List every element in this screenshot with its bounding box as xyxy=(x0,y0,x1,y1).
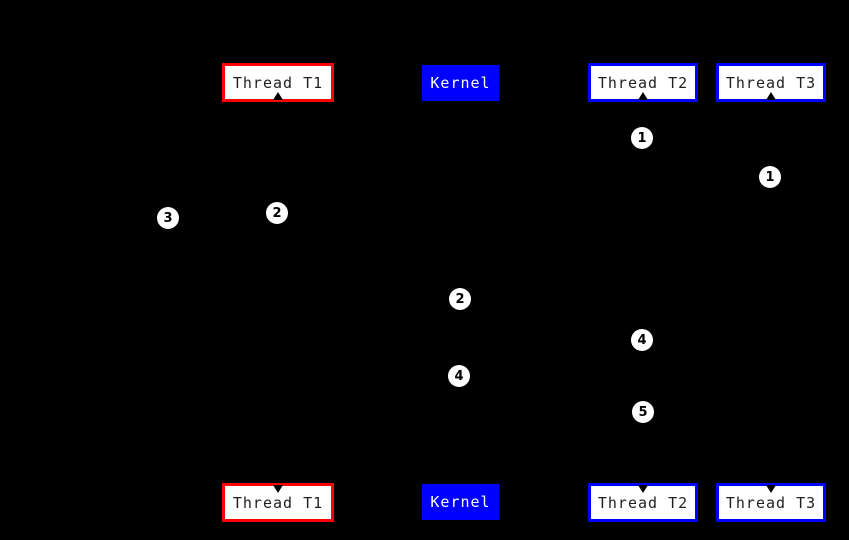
actor-label: Thread T3 xyxy=(725,493,817,512)
actor-box-thread-t2-top: Thread T2 xyxy=(588,63,698,102)
step-circle-4: 4 xyxy=(631,329,653,351)
actor-box-thread-t1-top: Thread T1 xyxy=(222,63,334,102)
lifeline-notch xyxy=(273,92,283,100)
actor-label: Kernel xyxy=(430,493,491,511)
lifeline-notch xyxy=(638,92,648,100)
actor-label: Thread T3 xyxy=(725,73,817,92)
actor-box-kernel-top: Kernel xyxy=(422,65,499,101)
step-circle-1: 1 xyxy=(631,127,653,149)
lifeline-notch xyxy=(766,485,776,493)
step-circle-2: 2 xyxy=(449,288,471,310)
step-circle-2: 2 xyxy=(266,202,288,224)
lifeline-notch xyxy=(638,485,648,493)
actor-box-thread-t3-bottom: Thread T3 xyxy=(716,483,826,522)
actor-box-kernel-bottom: Kernel xyxy=(422,484,499,520)
step-circle-1: 1 xyxy=(759,166,781,188)
actor-label: Thread T1 xyxy=(232,73,324,92)
lifeline-notch xyxy=(766,92,776,100)
step-circle-5: 5 xyxy=(632,401,654,423)
actor-box-thread-t2-bottom: Thread T2 xyxy=(588,483,698,522)
actor-label: Kernel xyxy=(430,74,491,92)
actor-box-thread-t1-bottom: Thread T1 xyxy=(222,483,334,522)
actor-label: Thread T2 xyxy=(597,73,689,92)
actor-label: Thread T1 xyxy=(232,493,324,512)
step-circle-3: 3 xyxy=(157,207,179,229)
actor-label: Thread T2 xyxy=(597,493,689,512)
actor-box-thread-t3-top: Thread T3 xyxy=(716,63,826,102)
lifeline-notch xyxy=(273,485,283,493)
step-circle-4: 4 xyxy=(448,365,470,387)
